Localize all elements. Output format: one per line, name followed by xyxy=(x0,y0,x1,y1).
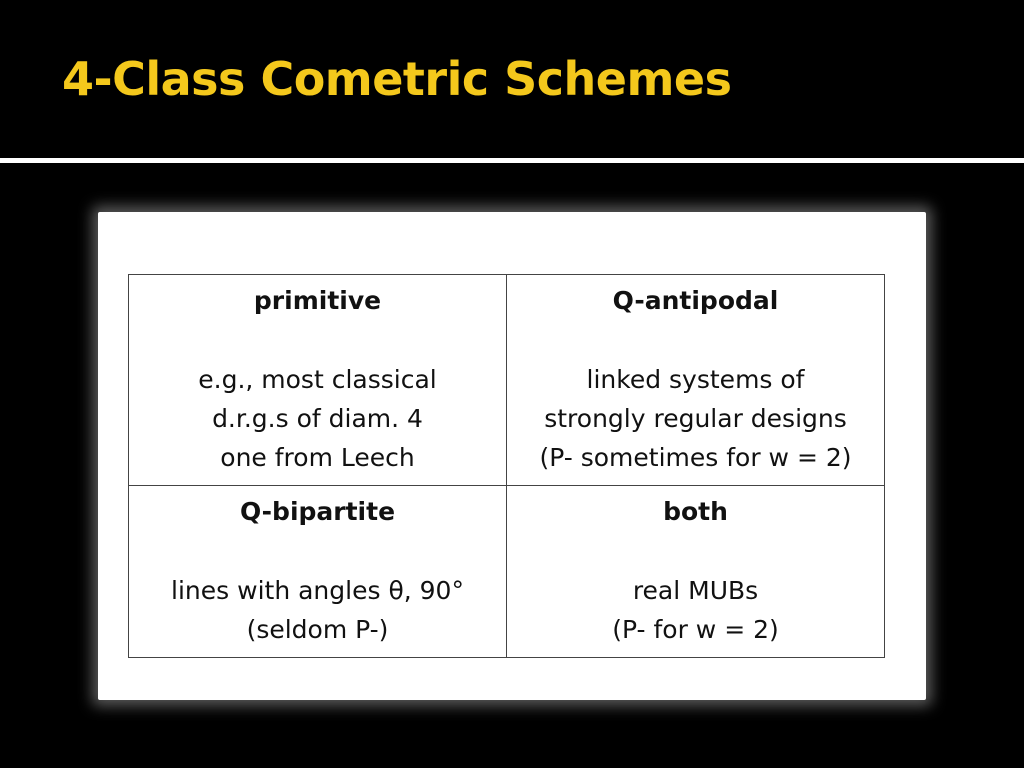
cell-text-line: d.r.g.s of diam. 4 xyxy=(212,404,423,433)
cell-text-line: real MUBs xyxy=(632,576,759,605)
cell-text-line: e.g., most classical xyxy=(198,365,437,394)
cell-heading: Q-bipartite xyxy=(239,497,396,526)
table-figure: primitive e.g., most classical d.r.g.s o… xyxy=(98,212,926,700)
cell-text-line: one from Leech xyxy=(220,443,415,472)
slide-title: 4-Class Cometric Schemes xyxy=(62,52,732,106)
cell-text-line: (P- for w = 2) xyxy=(612,615,779,644)
cell-both: both real MUBs (P- for w = 2) xyxy=(506,485,885,658)
cell-text-line: (P- sometimes for w = 2) xyxy=(539,443,852,472)
cell-text-line: strongly regular designs xyxy=(544,404,847,433)
cell-text-line: linked systems of xyxy=(586,365,805,394)
cell-text-line: lines with angles θ, 90° xyxy=(171,576,464,605)
scheme-classification-table: primitive e.g., most classical d.r.g.s o… xyxy=(128,274,885,658)
cell-heading: Q-antipodal xyxy=(612,286,779,315)
table-row: primitive e.g., most classical d.r.g.s o… xyxy=(128,274,885,486)
cell-q-bipartite: Q-bipartite lines with angles θ, 90° (se… xyxy=(128,485,507,658)
cell-heading: both xyxy=(663,497,728,526)
cell-q-antipodal: Q-antipodal linked systems of strongly r… xyxy=(506,274,885,486)
cell-primitive: primitive e.g., most classical d.r.g.s o… xyxy=(128,274,507,486)
cell-heading: primitive xyxy=(253,286,382,315)
title-divider xyxy=(0,158,1024,163)
cell-text-line: (seldom P-) xyxy=(246,615,389,644)
table-row: Q-bipartite lines with angles θ, 90° (se… xyxy=(128,485,885,658)
